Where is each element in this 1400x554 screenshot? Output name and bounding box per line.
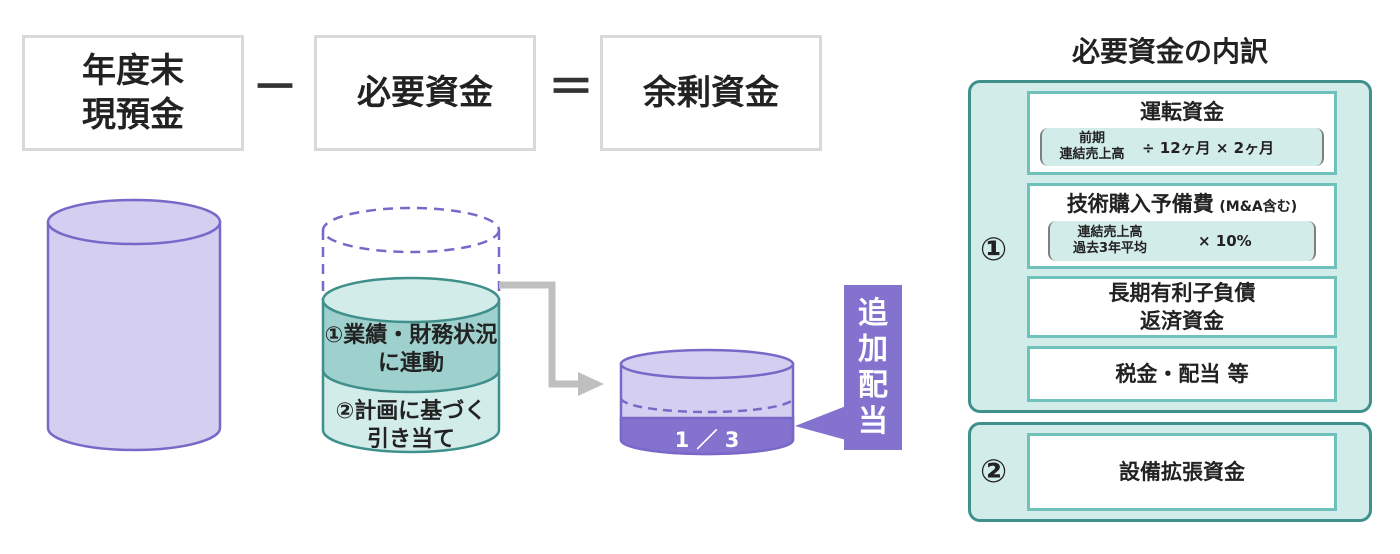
planned-allocation-label: ②計画に基づく 引き当て bbox=[335, 399, 487, 452]
long-term-debt-line2: 返済資金 bbox=[1140, 309, 1224, 333]
breakdown-title: 必要資金の内訳 bbox=[1071, 35, 1268, 68]
working-capital-formula-base: 前期 連結売上高 bbox=[1059, 131, 1125, 162]
tech-purchase-formula-calc: × 10% bbox=[1198, 232, 1252, 250]
cash-year-end-box: 年度末 現預金 bbox=[22, 35, 244, 151]
working-capital-title: 運転資金 bbox=[1140, 100, 1224, 124]
surplus-funds-label: 余剰資金 bbox=[643, 73, 779, 113]
equals-sign: ＝ bbox=[548, 60, 594, 114]
dividend-pointer bbox=[795, 406, 846, 440]
cash-year-end-line2: 現預金 bbox=[82, 95, 184, 135]
cash-year-end-line1: 年度末 bbox=[82, 51, 184, 91]
tech-purchase-title: 技術購入予備費 bbox=[1066, 192, 1214, 216]
tax-dividend-label: 税金・配当 等 bbox=[1115, 362, 1249, 386]
equipment-box: 設備拡張資金 bbox=[1027, 433, 1337, 511]
flow-arrow bbox=[499, 281, 604, 396]
tech-purchase-formula-base: 連結売上高 過去3年平均 bbox=[1072, 225, 1148, 256]
group-2-number: ② bbox=[980, 452, 1008, 490]
long-term-debt-line1: 長期有利子負債 bbox=[1108, 281, 1256, 305]
surplus-funds-box: 余剰資金 bbox=[600, 35, 822, 151]
working-capital-formula-calc: ÷ 12ヶ月 × 2ヶ月 bbox=[1142, 138, 1275, 157]
tax-dividend-box: 税金・配当 等 bbox=[1027, 346, 1337, 402]
one-third-label: 1 ／ 3 bbox=[674, 428, 740, 452]
additional-dividend-label: 追 加 配 当 bbox=[844, 285, 902, 450]
tech-purchase-formula: 連結売上高 過去3年平均 × 10% bbox=[1048, 221, 1316, 261]
required-funds-box: 必要資金 bbox=[314, 35, 536, 151]
group-1-number: ① bbox=[980, 230, 1008, 268]
surplus-cylinder bbox=[619, 348, 795, 456]
required-funds-label: 必要資金 bbox=[357, 73, 493, 113]
cash-cylinder bbox=[46, 198, 222, 452]
working-capital-formula: 前期 連結売上高 ÷ 12ヶ月 × 2ヶ月 bbox=[1040, 128, 1324, 166]
long-term-debt-box: 長期有利子負債 返済資金 bbox=[1027, 276, 1337, 338]
tech-purchase-note: (M&A含む) bbox=[1219, 199, 1298, 215]
equipment-label: 設備拡張資金 bbox=[1119, 460, 1245, 484]
tech-purchase-heading: 技術購入予備費 (M&A含む) bbox=[1030, 190, 1334, 218]
performance-linked-label: ①業績・財務状況 に連動 bbox=[324, 323, 498, 376]
minus-sign: － bbox=[252, 60, 298, 114]
